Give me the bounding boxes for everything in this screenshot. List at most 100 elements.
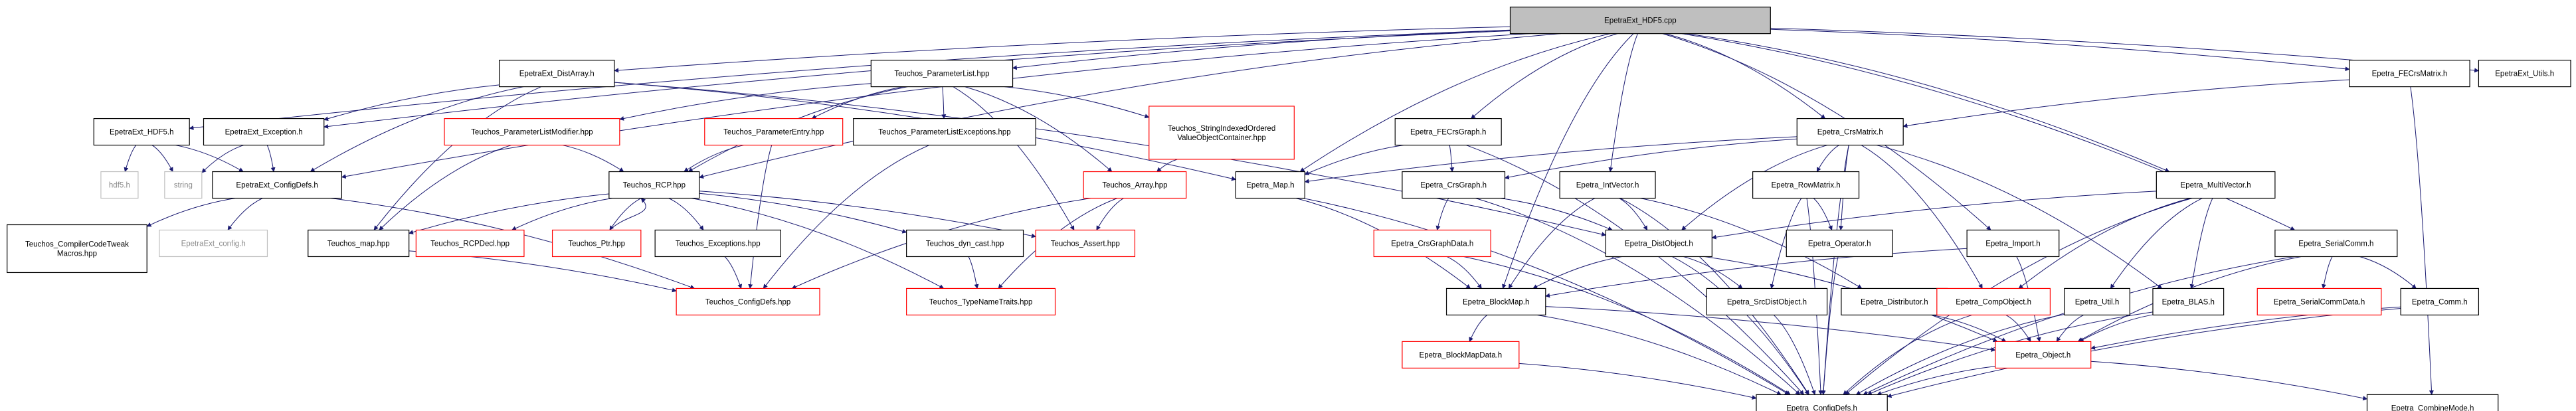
node-label: Teuchos_RCPDecl.hpp xyxy=(430,240,509,248)
node-box xyxy=(1235,171,1305,199)
edge-teuchos_stringindexed-to-teuchos_array xyxy=(1156,159,1178,173)
edge-epetra_crsmatrix-to-epetra_crsgraph xyxy=(1504,138,1797,180)
node-epetra-blas[interactable]: Epetra_BLAS.h xyxy=(2152,288,2225,316)
edge-root-to-epetra_crsmatrix xyxy=(1665,33,1826,120)
edge-epetra_crsmatrix-to-epetra_blas xyxy=(1876,145,2163,289)
node-label: Teuchos_Exceptions.hpp xyxy=(676,240,761,248)
node-teuchos-parameterlist[interactable]: Teuchos_ParameterList.hpp xyxy=(870,60,1014,88)
node-epetra-comm[interactable]: Epetra_Comm.h xyxy=(2400,288,2480,316)
node-teuchos-map[interactable]: Teuchos_map.hpp xyxy=(308,229,410,258)
node-epetra-import[interactable]: Epetra_Import.h xyxy=(1966,229,2060,258)
node-epetra-crsgraph[interactable]: Epetra_CrsGraph.h xyxy=(1402,171,1506,199)
edge-epetraext_distarray-to-epetra_distobject xyxy=(614,82,1607,237)
node-teuchos-rcp[interactable]: Teuchos_RCP.hpp xyxy=(608,171,700,199)
node-box xyxy=(415,229,525,258)
edge-epetra_util-to-epetra_object xyxy=(2056,314,2084,342)
edge-teuchos_plexceptions-to-teuchos_configdefs xyxy=(763,145,930,289)
node-teuchos-paramentry[interactable]: Teuchos_ParameterEntry.hpp xyxy=(704,118,844,146)
edge-epetra_intvector-to-epetra_distobject xyxy=(1619,198,1648,231)
node-epetra-multivector[interactable]: Epetra_MultiVector.h xyxy=(2156,171,2276,199)
node-label: Teuchos_ParameterList.hpp xyxy=(894,70,989,78)
node-epetra-fecrsmatrix[interactable]: Epetra_FECrsMatrix.h xyxy=(2349,60,2470,88)
node-epetra-blockmap[interactable]: Epetra_BlockMap.h xyxy=(1445,288,1546,316)
edge-epetra_compobject-to-epetra_object xyxy=(2005,314,2031,342)
node-label: Teuchos_Array.hpp xyxy=(1102,182,1167,190)
node-teuchos-plexceptions[interactable]: Teuchos_ParameterListExceptions.hpp xyxy=(853,118,1036,146)
node-label: Epetra_CompObject.h xyxy=(1956,298,2031,306)
node-teuchos-plmodifier[interactable]: Teuchos_ParameterListModifier.hpp xyxy=(444,118,620,146)
node-epetra-serialcomm[interactable]: Epetra_SerialComm.h xyxy=(2274,229,2398,258)
node-epetra-fecrsgraph[interactable]: Epetra_FECrsGraph.h xyxy=(1394,118,1502,146)
edge-teuchos_paramentry-to-teuchos_rcp xyxy=(684,145,744,172)
node-epetraext-configdefs[interactable]: EpetraExt_ConfigDefs.h xyxy=(212,171,343,199)
node-teuchos-array[interactable]: Teuchos_Array.hpp xyxy=(1083,171,1187,199)
node-epetra-distobject[interactable]: Epetra_DistObject.h xyxy=(1605,229,1712,258)
edge-epetra_crsmatrix-to-epetra_map xyxy=(1304,136,1797,184)
node-box xyxy=(1796,118,1904,146)
node-box xyxy=(704,118,844,146)
edge-teuchos_parameterlist-to-teuchos_stringindexed xyxy=(1004,86,1150,119)
node-epetraext-exception[interactable]: EpetraExt_Exception.h xyxy=(203,118,325,146)
node-epetra-serialcommdata[interactable]: Epetra_SerialCommData.h xyxy=(2256,288,2382,316)
node-label: EpetraExt_ConfigDefs.h xyxy=(236,182,318,190)
edges-layer xyxy=(124,26,2480,401)
edge-teuchos_parameterlist-to-teuchos_plmodifier xyxy=(619,83,872,121)
edge-epetra_intvector-to-epetra_blockmap xyxy=(1508,198,1596,289)
node-box xyxy=(93,118,190,146)
edge-epetraext_distarray-to-epetraext_configdefs xyxy=(310,86,524,172)
node-epetra-srcdistobject[interactable]: Epetra_SrcDistObject.h xyxy=(1706,288,1828,316)
edge-teuchos_rcp-to-teuchos_dyn_cast xyxy=(699,193,907,234)
node-box xyxy=(100,171,139,199)
node-epetra-intvector[interactable]: Epetra_IntVector.h xyxy=(1559,171,1656,199)
node-epetraext-distarray[interactable]: EpetraExt_DistArray.h xyxy=(499,60,615,88)
node-label: Epetra_Map.h xyxy=(1246,182,1294,190)
edge-epetra_serialcomm-to-epetra_serialcommdata xyxy=(2322,256,2333,289)
node-box xyxy=(1605,229,1712,258)
edge-epetra_blockmapdata-to-epetra_configdefs xyxy=(1518,363,1757,400)
node-label: Epetra_DistObject.h xyxy=(1625,240,1693,248)
edge-epetra_util-to-epetra_configdefs xyxy=(1855,313,2065,395)
node-teuchos-exceptions[interactable]: Teuchos_Exceptions.hpp xyxy=(654,229,781,258)
node-box xyxy=(499,60,615,88)
edge-root-to-epetra_multivector xyxy=(1687,33,2170,173)
node-label: Epetra_SerialCommData.h xyxy=(2274,298,2365,306)
edge-teuchos_plmodifier-to-teuchos_rcp xyxy=(562,145,624,172)
edge-teuchos_rcp-to-teuchos_map xyxy=(409,193,609,235)
node-epetra-rowmatrix[interactable]: Epetra_RowMatrix.h xyxy=(1752,171,1860,199)
node-box xyxy=(203,118,325,146)
node-teuchos-ptr[interactable]: Teuchos_Ptr.hpp xyxy=(551,229,642,258)
edge-root-to-epetraext_hdf5_h xyxy=(189,29,1511,130)
node-epetra-operator[interactable]: Epetra_Operator.h xyxy=(1786,229,1893,258)
node-epetra-distributor[interactable]: Epetra_Distributor.h xyxy=(1841,288,1948,316)
node-label: hdf5.h xyxy=(109,182,130,190)
node-epetra-compobject[interactable]: Epetra_CompObject.h xyxy=(1936,288,2051,316)
node-epetraext-hdf5-h[interactable]: EpetraExt_HDF5.h xyxy=(93,118,190,146)
node-epetra-object[interactable]: Epetra_Object.h xyxy=(1995,341,2092,369)
node-epetra-blockmapdata[interactable]: Epetra_BlockMapData.h xyxy=(1402,341,1520,369)
node-teuchos-configdefs[interactable]: Teuchos_ConfigDefs.hpp xyxy=(676,288,820,316)
node-teuchos-dyn-cast[interactable]: Teuchos_dyn_cast.hpp xyxy=(906,229,1024,258)
node-epetra-combinemode[interactable]: Epetra_CombineMode.h xyxy=(2366,394,2499,411)
node-hdf5: hdf5.h xyxy=(100,171,139,199)
node-epetra-map[interactable]: Epetra_Map.h xyxy=(1235,171,1305,199)
node-teuchos-assert[interactable]: Teuchos_Assert.hpp xyxy=(1035,229,1136,258)
node-box xyxy=(2064,288,2130,316)
node-epetra-configdefs[interactable]: Epetra_ConfigDefs.h xyxy=(1756,394,1888,411)
node-label: Epetra_Object.h xyxy=(2015,351,2070,359)
node-root[interactable]: EpetraExt_HDF5.cpp xyxy=(1509,7,1771,35)
node-teuchos-typenametraits[interactable]: Teuchos_TypeNameTraits.hpp xyxy=(906,288,1056,316)
node-box xyxy=(1083,171,1187,199)
node-box xyxy=(1149,106,1295,160)
node-epetra-util[interactable]: Epetra_Util.h xyxy=(2064,288,2130,316)
node-epetra-crsmatrix[interactable]: Epetra_CrsMatrix.h xyxy=(1796,118,1904,146)
node-teuchos-stringindexed[interactable]: Teuchos_StringIndexedOrderedValueObjectC… xyxy=(1149,106,1295,160)
edge-teuchos_rcp-to-teuchos_rcpdecl xyxy=(511,198,612,230)
node-teuchos-rcpdecl[interactable]: Teuchos_RCPDecl.hpp xyxy=(415,229,525,258)
edge-epetra_rowmatrix-to-epetra_configdefs xyxy=(1806,198,1823,396)
edge-epetra_operator-to-epetra_configdefs xyxy=(1821,256,1839,396)
node-box xyxy=(1786,229,1893,258)
node-epetra-crsgraphdata[interactable]: Epetra_CrsGraphData.h xyxy=(1373,229,1491,258)
node-label: Epetra_RowMatrix.h xyxy=(1772,182,1841,190)
node-epetraext-utils[interactable]: EpetraExt_Utils.h xyxy=(2478,60,2571,88)
